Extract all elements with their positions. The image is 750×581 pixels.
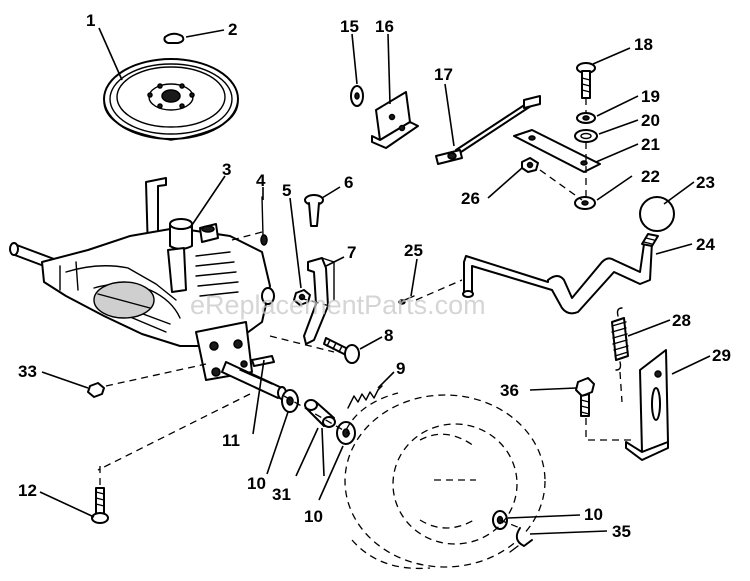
washer <box>281 389 299 413</box>
spring-9 <box>347 385 383 409</box>
callout-33: 33 <box>18 362 37 381</box>
callout-12: 12 <box>18 481 37 500</box>
callout-3: 3 <box>222 160 231 179</box>
callout-20: 20 <box>641 111 660 130</box>
callout-5: 5 <box>282 181 291 200</box>
callout-11: 11 <box>222 431 240 450</box>
callout-8: 8 <box>384 326 393 345</box>
callout-1: 1 <box>86 11 95 30</box>
callout-2: 2 <box>228 20 237 39</box>
nut <box>293 289 311 306</box>
washer-20 <box>574 129 598 143</box>
callout-10c: 10 <box>584 505 603 524</box>
callout-16: 16 <box>375 17 394 36</box>
bracket-16 <box>371 91 419 149</box>
bolt-8 <box>323 337 360 364</box>
bolt-12 <box>91 487 109 524</box>
callout-19: 19 <box>641 87 660 106</box>
callout-10a: 10 <box>247 474 266 493</box>
pin <box>260 196 268 246</box>
pulley <box>103 58 239 141</box>
callout-9: 9 <box>396 359 405 378</box>
callout-31: 31 <box>272 485 291 504</box>
callout-4: 4 <box>256 171 266 190</box>
rod <box>435 95 541 165</box>
callout-23: 23 <box>696 173 715 192</box>
callout-26: 26 <box>461 189 480 208</box>
leader-lines <box>39 27 711 535</box>
plate-29 <box>625 349 669 461</box>
bolt-36 <box>575 377 595 417</box>
bolt-18 <box>576 62 596 99</box>
callout-25: 25 <box>404 241 423 260</box>
callout-36: 36 <box>500 381 519 400</box>
key <box>163 32 185 44</box>
callout-15: 15 <box>340 17 359 36</box>
washer-22 <box>574 196 596 210</box>
callout-18: 18 <box>634 35 653 54</box>
clip <box>509 527 533 553</box>
nut-33 <box>87 382 105 398</box>
callout-35: 35 <box>612 522 631 541</box>
callout-28: 28 <box>672 311 691 330</box>
callout-17: 17 <box>434 65 453 84</box>
spacer <box>251 355 275 367</box>
watermark: eReplacementParts.com <box>190 290 486 320</box>
pin-25 <box>398 295 415 305</box>
callout-29: 29 <box>712 346 731 365</box>
washer <box>336 421 356 445</box>
callout-10b: 10 <box>304 507 323 526</box>
callout-21: 21 <box>641 135 660 154</box>
bolt-6 <box>304 194 324 227</box>
spring-28 <box>611 307 629 371</box>
washer-15 <box>350 85 364 107</box>
alignment-lines <box>97 98 632 529</box>
callout-6: 6 <box>344 173 353 192</box>
shift-lever <box>462 233 659 315</box>
callouts: 1 2 3 4 5 6 7 8 9 10 10 10 11 12 15 16 1… <box>18 11 731 541</box>
link-plate <box>513 129 601 173</box>
callout-24: 24 <box>696 235 715 254</box>
wheel <box>344 392 546 570</box>
transaxle <box>9 177 287 400</box>
knob <box>639 196 675 232</box>
nut-26 <box>521 157 539 173</box>
callout-22: 22 <box>641 167 660 186</box>
callout-7: 7 <box>347 243 356 262</box>
washer-19 <box>576 112 596 124</box>
